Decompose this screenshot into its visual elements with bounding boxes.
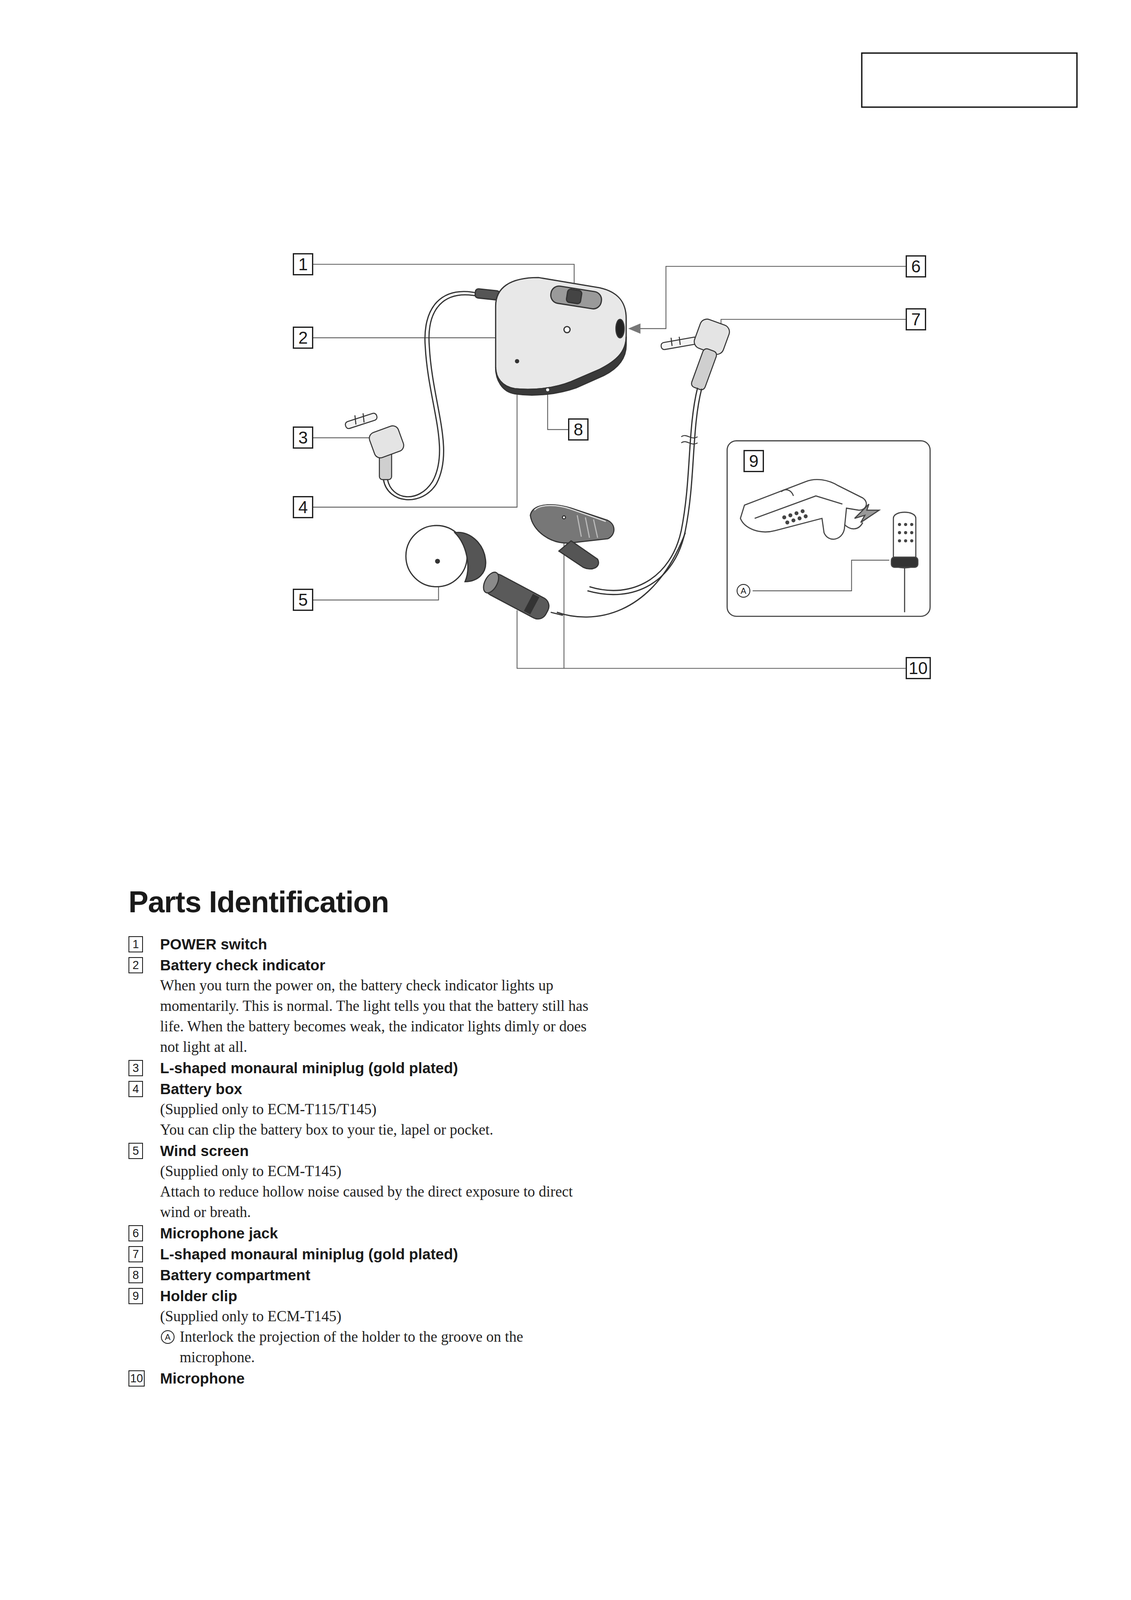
leader-lines bbox=[313, 264, 906, 669]
battery-box bbox=[474, 277, 627, 395]
callout-number: 5 bbox=[292, 588, 314, 611]
callout-number: 7 bbox=[905, 308, 927, 331]
parts-list-item: 9Holder clip(Supplied only to ECM-T145)A… bbox=[128, 1285, 607, 1368]
parts-list-item: 6 Microphone jack bbox=[128, 1222, 607, 1244]
tie-clip bbox=[530, 504, 615, 569]
part-description: Interlock the projection of the holder t… bbox=[179, 1326, 598, 1368]
item-number: 9 bbox=[128, 1287, 143, 1304]
part-note: A Interlock the projection of the holder … bbox=[160, 1326, 598, 1368]
item-number: 3 bbox=[128, 1059, 143, 1076]
part-name: Holder clip bbox=[160, 1285, 607, 1306]
part-description: Attach to reduce hollow noise caused by … bbox=[160, 1181, 596, 1223]
part-name: Microphone jack bbox=[160, 1222, 607, 1244]
item-number: 1 bbox=[128, 935, 143, 953]
microphone bbox=[480, 569, 563, 623]
parts-list-item: 1 POWER switch bbox=[128, 933, 607, 955]
blank-frame bbox=[861, 52, 1077, 108]
callout-number: 2 bbox=[292, 326, 314, 349]
part-name: Battery check indicator bbox=[160, 954, 607, 976]
part-name: Microphone bbox=[160, 1367, 607, 1389]
part-name: Battery box bbox=[160, 1078, 607, 1099]
item-number: 4 bbox=[128, 1080, 143, 1097]
callout-number: 10 bbox=[905, 656, 931, 680]
item-number: 8 bbox=[128, 1266, 143, 1283]
parts-list: 1 POWER switch 2 Battery check indicatorWhe… bbox=[128, 933, 607, 1389]
parts-list-item: 2 Battery check indicatorWhen you turn th… bbox=[128, 954, 607, 1058]
part-description: You can clip the battery box to your tie… bbox=[160, 1119, 596, 1140]
part-name: Wind screen bbox=[160, 1139, 607, 1161]
item-number: 7 bbox=[128, 1245, 143, 1263]
plug-seven bbox=[660, 317, 732, 391]
item-number: 6 bbox=[128, 1224, 143, 1242]
part-name: L-shaped monaural miniplug (gold plated) bbox=[160, 1057, 607, 1079]
callout-number: 6 bbox=[905, 255, 927, 278]
callout-number: 9 bbox=[743, 449, 764, 473]
parts-list-item: 10 Microphone bbox=[128, 1367, 607, 1389]
plug-three bbox=[344, 412, 406, 480]
circled-letter: A bbox=[160, 1329, 175, 1344]
callout-number: 4 bbox=[292, 495, 314, 519]
wind-screen bbox=[405, 525, 486, 587]
item-number: 5 bbox=[128, 1142, 143, 1159]
parts-list-item: 5 Wind screen(Supplied only to ECM-T145)A… bbox=[128, 1139, 607, 1223]
callout-number: 1 bbox=[292, 253, 314, 276]
callout-number: 8 bbox=[568, 418, 589, 441]
part-description: (Supplied only to ECM-T145) bbox=[160, 1305, 596, 1327]
part-name: Battery compartment bbox=[160, 1264, 607, 1286]
part-description: When you turn the power on, the battery … bbox=[160, 975, 596, 1058]
item-number: 2 bbox=[128, 956, 143, 974]
battery-box-cable bbox=[383, 291, 481, 500]
parts-list-item: 8 Battery compartment bbox=[128, 1264, 607, 1286]
parts-list-item: 4 Battery box(Supplied only to ECM-T115/T… bbox=[128, 1078, 607, 1140]
microphone-cable bbox=[556, 387, 702, 617]
parts-list-item: 3 L-shaped monaural miniplug (gold plated… bbox=[128, 1057, 607, 1079]
page-heading: Parts Identification bbox=[128, 885, 389, 919]
part-name: L-shaped monaural miniplug (gold plated) bbox=[160, 1243, 607, 1265]
jack-arrow bbox=[628, 323, 641, 334]
callout-number: 3 bbox=[292, 426, 314, 449]
part-description: (Supplied only to ECM-T115/T145) bbox=[160, 1098, 596, 1120]
circled-letter: A bbox=[736, 583, 751, 598]
part-name: POWER switch bbox=[160, 933, 607, 955]
item-number: 10 bbox=[128, 1370, 145, 1387]
parts-list-item: 7 L-shaped monaural miniplug (gold plated… bbox=[128, 1243, 607, 1265]
holder-clip-panel bbox=[727, 440, 931, 617]
part-description: (Supplied only to ECM-T145) bbox=[160, 1160, 596, 1182]
